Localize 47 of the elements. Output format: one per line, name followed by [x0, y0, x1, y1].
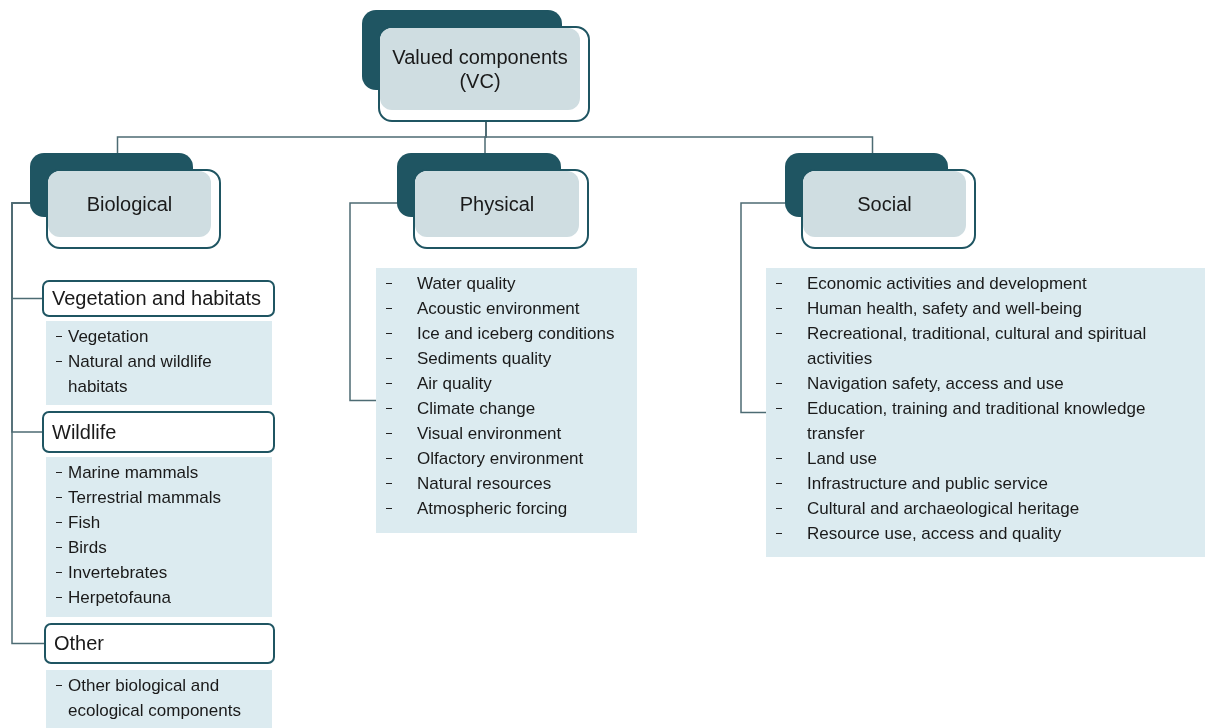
list-item: Other biological and ecological components [68, 675, 242, 722]
subcategory-box [42, 280, 275, 317]
list-item: Invertebrates [68, 562, 168, 584]
category-title: Biological [48, 171, 211, 237]
connector-line [485, 121, 874, 154]
list-item: Land use [807, 448, 877, 470]
category-title: Physical [415, 171, 579, 237]
connector-line [349, 202, 398, 402]
list-item: Sediments quality [417, 348, 552, 370]
connector-line [740, 202, 786, 414]
subcategory-title: Wildlife [52, 420, 117, 444]
subcategory-title: Vegetation and habitats [52, 287, 262, 310]
list-item: Climate change [417, 398, 536, 420]
list-item: Visual environment [417, 423, 562, 445]
list-item: Air quality [417, 373, 492, 395]
list-item: Cultural and archaeological heritage [807, 498, 1080, 520]
list-item: Marine mammals [68, 462, 199, 484]
item-list-panel [376, 268, 637, 533]
list-item: Ice and iceberg conditions [417, 323, 615, 345]
item-list-panel [46, 457, 272, 617]
category-title: Valued components (VC) [380, 28, 580, 110]
subcategory-box [44, 623, 275, 664]
list-item: Terrestrial mammals [68, 487, 222, 509]
list-item: Infrastructure and public service [807, 473, 1048, 495]
list-item: Navigation safety, access and use [807, 373, 1064, 395]
list-item: Fish [68, 512, 101, 534]
list-item: Olfactory environment [417, 448, 584, 470]
connector-line [11, 202, 45, 645]
list-item: Recreational, traditional, cultural and spiritual activities [807, 323, 1148, 370]
item-list-panel [46, 670, 272, 728]
list-item: Natural resources [417, 473, 552, 495]
subcategory-box [42, 411, 275, 453]
list-item: Birds [68, 537, 107, 559]
item-list-panel [46, 321, 272, 405]
list-item: Human health, safety and well-being [807, 298, 1082, 320]
item-list-panel [766, 268, 1205, 557]
list-item: Acoustic environment [417, 298, 580, 320]
list-item: Atmospheric forcing [417, 498, 568, 520]
list-item: Economic activities and development [807, 273, 1087, 295]
list-item: Vegetation [68, 326, 149, 348]
subcategory-title: Other [54, 632, 105, 655]
category-title: Social [803, 171, 966, 237]
list-item: Education, training and traditional knowledge transfer [807, 398, 1147, 445]
list-item: Natural and wildlife habitats [68, 351, 213, 398]
list-item: Water quality [417, 273, 516, 295]
list-item: Resource use, access and quality [807, 523, 1062, 545]
list-item: Herpetofauna [68, 587, 172, 609]
